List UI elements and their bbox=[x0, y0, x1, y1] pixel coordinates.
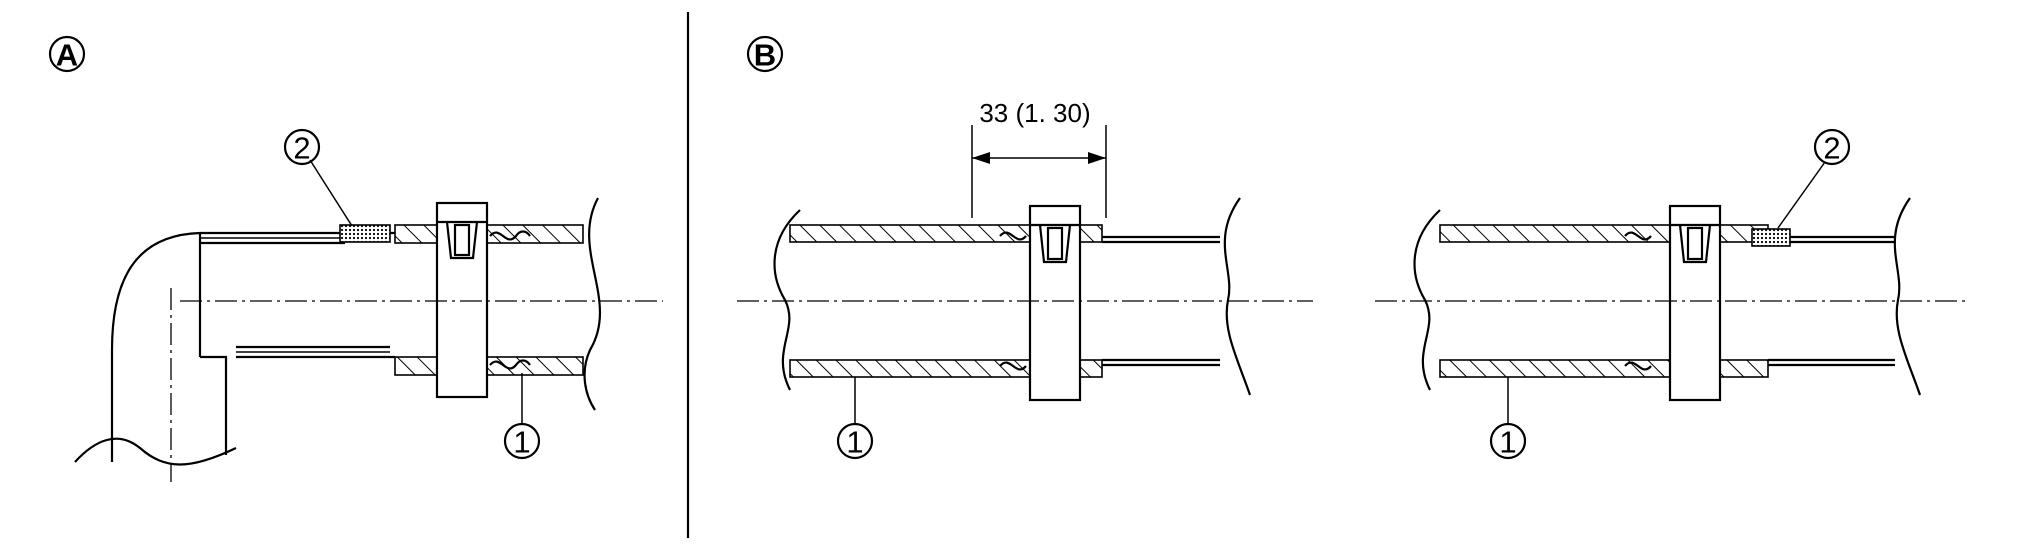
panel-b-label: B bbox=[754, 38, 776, 73]
panel-a-break bbox=[583, 197, 601, 411]
panel-a-callout-1-label: 1 bbox=[513, 425, 530, 460]
panel-b-middle-assembly bbox=[737, 197, 1313, 402]
panel-b-right-callout-2-label: 2 bbox=[1823, 131, 1840, 166]
panel-a-badge: A bbox=[48, 35, 86, 73]
clamp-position-dimension: 33 (1. 30) bbox=[971, 98, 1107, 218]
panel-b-right-callout-1: 1 bbox=[1489, 377, 1527, 460]
panel-a-callout-2-label: 2 bbox=[293, 131, 310, 166]
panel-a-callout-2: 2 bbox=[283, 128, 353, 227]
panel-b-marker-tape bbox=[1751, 228, 1791, 247]
panel-b-middle-callout-1: 1 bbox=[836, 377, 874, 460]
panel-a: A bbox=[48, 35, 663, 482]
panel-b-right-callout-2: 2 bbox=[1777, 128, 1851, 229]
panel-b-right-callout-1-label: 1 bbox=[1499, 425, 1516, 460]
panel-a-marker-tape bbox=[339, 224, 391, 243]
panel-b-right-assembly bbox=[1375, 197, 1968, 402]
dimension-text: 33 (1. 30) bbox=[979, 98, 1090, 128]
elbow-pipe bbox=[74, 231, 237, 482]
panel-a-label: A bbox=[56, 38, 78, 73]
panel-a-callout-1: 1 bbox=[503, 373, 541, 460]
panel-a-clamp bbox=[435, 201, 489, 399]
panel-b-middle-callout-1-label: 1 bbox=[846, 425, 863, 460]
panel-b-badge: B bbox=[746, 35, 784, 73]
panel-b: B 33 (1. 30) bbox=[737, 35, 1968, 460]
panel-a-hose bbox=[200, 231, 395, 359]
panel-a-hatched-walls bbox=[394, 224, 584, 376]
